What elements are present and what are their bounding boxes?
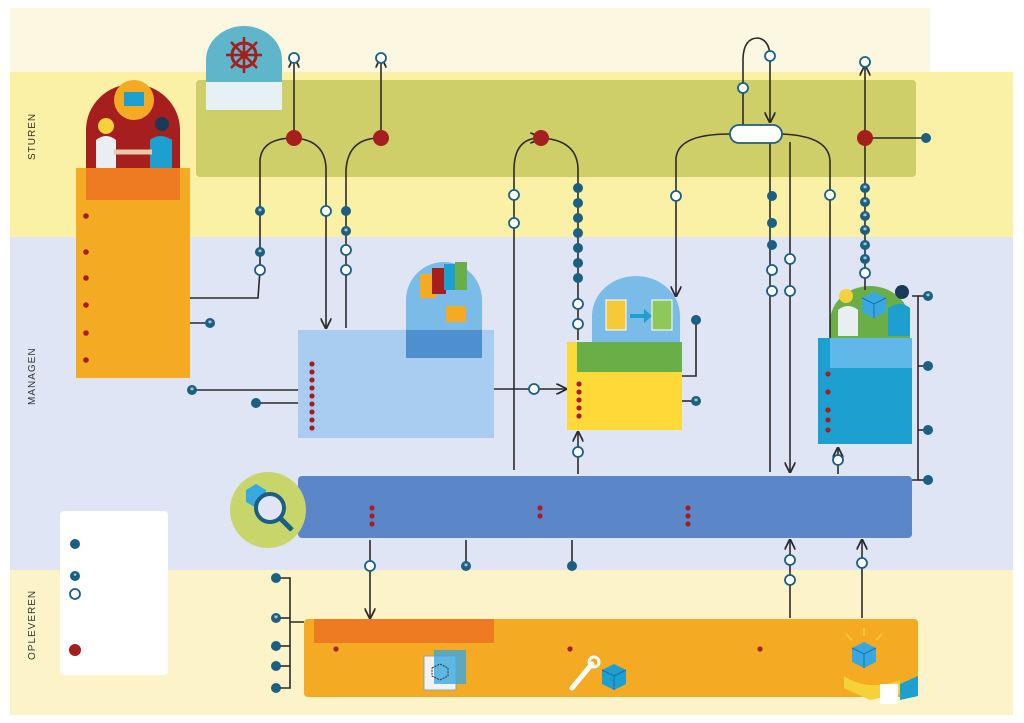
wrench-cube-icon bbox=[569, 655, 627, 691]
planning-card bbox=[298, 262, 494, 438]
svg-text:*: * bbox=[190, 386, 194, 395]
asterisk-connectors: * * * * * * * * * * * * * * * bbox=[187, 183, 933, 623]
governance-card-bullets bbox=[83, 213, 89, 363]
governance-card bbox=[76, 80, 190, 378]
steering-block bbox=[196, 80, 916, 177]
helm-wheel-icon bbox=[206, 26, 282, 110]
svg-text:*: * bbox=[863, 212, 867, 221]
svg-text:*: * bbox=[208, 319, 212, 328]
delivered-cube-icon bbox=[844, 628, 918, 704]
svg-text:*: * bbox=[258, 207, 262, 216]
document-transfer-icon bbox=[605, 299, 673, 331]
legend-box: * bbox=[60, 511, 168, 675]
svg-text:*: * bbox=[863, 198, 867, 207]
filled-connectors bbox=[251, 133, 933, 693]
svg-text:*: * bbox=[863, 255, 867, 264]
delivery-bar bbox=[304, 619, 918, 704]
lane-label-managen: MANAGEN bbox=[27, 347, 38, 405]
svg-text:*: * bbox=[258, 248, 262, 257]
svg-text:*: * bbox=[926, 292, 930, 301]
folders-icon bbox=[420, 262, 467, 322]
svg-text:*: * bbox=[863, 184, 867, 193]
svg-text:*: * bbox=[344, 227, 348, 236]
transfer-card-bullets bbox=[576, 381, 582, 419]
lane-label-opleveren: OPLEVEREN bbox=[27, 590, 38, 660]
steering-nodes bbox=[286, 130, 873, 146]
transfer-card bbox=[567, 276, 682, 430]
top-band bbox=[10, 8, 930, 72]
decision-node bbox=[729, 124, 783, 144]
planning-card-bullets bbox=[309, 361, 315, 431]
handshake-people-icon bbox=[96, 80, 172, 168]
information-bar bbox=[298, 476, 912, 538]
svg-text:*: * bbox=[694, 397, 698, 406]
svg-text:*: * bbox=[73, 572, 76, 581]
magnifier-cube-icon bbox=[230, 472, 306, 548]
svg-text:*: * bbox=[863, 226, 867, 235]
svg-text:*: * bbox=[863, 241, 867, 250]
open-connectors bbox=[254, 50, 871, 586]
blueprint-cube-icon bbox=[423, 650, 466, 691]
svg-text:*: * bbox=[464, 562, 468, 571]
team-cube-icon bbox=[838, 285, 910, 336]
svg-text:*: * bbox=[274, 614, 278, 623]
team-card bbox=[818, 285, 912, 444]
lane-label-sturen: STUREN bbox=[27, 113, 38, 160]
team-card-bullets bbox=[825, 371, 831, 433]
